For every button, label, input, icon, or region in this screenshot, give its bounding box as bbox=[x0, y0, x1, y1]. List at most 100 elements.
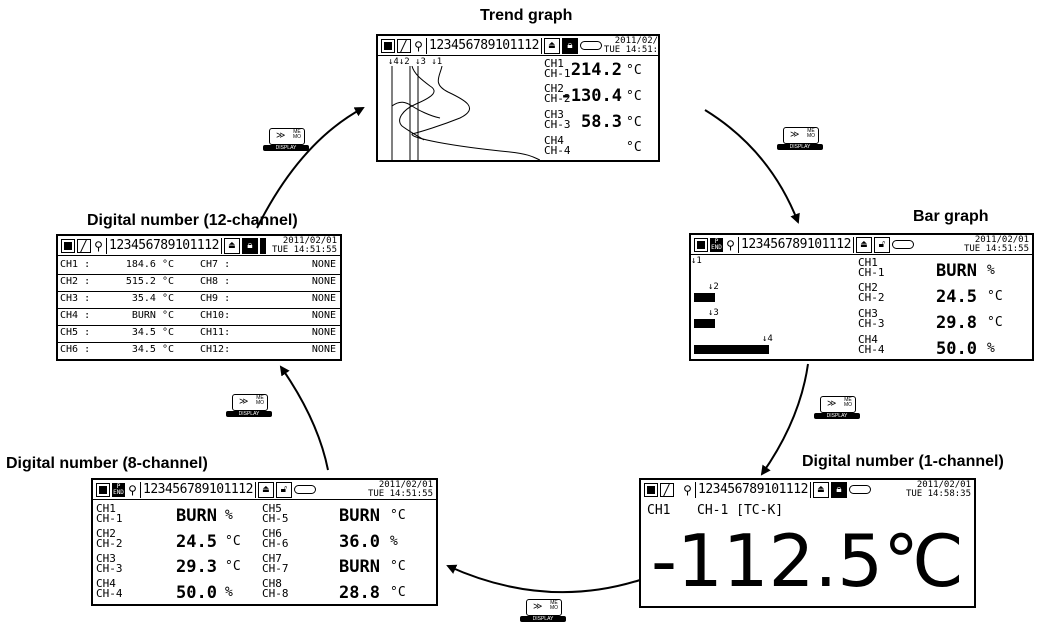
bar-marker-2: ↓2 bbox=[708, 282, 719, 292]
ethernet-icon bbox=[891, 240, 914, 249]
one-tag: CH-1 [TC-K] bbox=[697, 503, 784, 518]
trend-plot bbox=[391, 66, 540, 160]
date: 2011/02/01 bbox=[378, 479, 433, 490]
title-trend: Trend graph bbox=[480, 7, 573, 24]
bar-ch4-value: 50.0 bbox=[936, 339, 977, 359]
time: TUE 14:51:55 bbox=[603, 44, 659, 55]
trend-ch4-unit: °C bbox=[626, 140, 642, 155]
eight-ch1-unit: % bbox=[225, 508, 233, 523]
channel-indicator: 123456789101112 bbox=[695, 481, 811, 498]
record-icon bbox=[644, 482, 658, 497]
unlock-icon: 🔓︎ bbox=[873, 236, 890, 253]
bar-2 bbox=[694, 293, 715, 302]
arrow-trend-to-bar bbox=[704, 109, 800, 224]
record-icon bbox=[694, 237, 708, 252]
eject-icon: ⏏ bbox=[855, 236, 872, 253]
eject-icon: ⏏ bbox=[257, 481, 274, 498]
time: TUE 14:58:35 bbox=[905, 488, 971, 499]
usb-icon: ⚲ bbox=[683, 482, 692, 497]
eight-ch8-unit: °C bbox=[390, 585, 406, 600]
arrow-bar-to-one bbox=[760, 363, 809, 476]
date: 2011/02/01 bbox=[916, 479, 971, 490]
record-icon bbox=[381, 38, 395, 53]
time: TUE 14:51:55 bbox=[963, 243, 1029, 254]
one-ch-label: CH1 bbox=[647, 503, 671, 518]
date: 2011/02/01 bbox=[614, 35, 659, 46]
channel-indicator: 123456789101112 bbox=[140, 481, 256, 498]
eight-ch3-unit: °C bbox=[225, 559, 241, 574]
double-chevron-icon: ≫ bbox=[790, 129, 800, 139]
arrow-eight-to-twelve bbox=[279, 365, 329, 471]
eight-ch4-unit: % bbox=[225, 585, 233, 600]
lock-icon: 🔒︎ bbox=[830, 481, 847, 498]
trend-ch3-value: 58.3 bbox=[581, 112, 622, 132]
usb-icon: ⚲ bbox=[414, 38, 423, 53]
time: TUE 14:51:55 bbox=[367, 488, 433, 499]
eight-ch7-value: BURN bbox=[339, 557, 380, 577]
bar-3 bbox=[694, 319, 715, 328]
title-bar: Bar graph bbox=[913, 208, 989, 225]
trend-ch3-unit: °C bbox=[626, 115, 642, 130]
bar-ch1-value: BURN bbox=[936, 261, 977, 281]
bar-4 bbox=[694, 345, 769, 354]
eight-ch2-value: 24.5 bbox=[176, 532, 217, 552]
channel-indicator: 123456789101112 bbox=[106, 237, 222, 254]
bar-area: ↓1↓2↓3↓4 bbox=[691, 255, 851, 359]
eight-ch3-value: 29.3 bbox=[176, 557, 217, 577]
memory-icon bbox=[77, 238, 91, 253]
bar-ch3-unit: °C bbox=[987, 315, 1003, 330]
eject-icon: ⏏ bbox=[223, 237, 240, 254]
trend-markers: ↓4↓2 ↓3 ↓1 bbox=[388, 57, 443, 67]
trend-ch1-unit: °C bbox=[626, 63, 642, 78]
battery-icon bbox=[259, 237, 266, 254]
channel-indicator: 123456789101112 bbox=[738, 236, 854, 253]
bar-marker-4: ↓4 bbox=[762, 334, 773, 344]
usb-icon: ⚲ bbox=[128, 482, 137, 497]
double-chevron-icon: ≫ bbox=[827, 398, 837, 408]
ethernet-icon bbox=[293, 485, 316, 494]
eject-icon: ⏏ bbox=[543, 37, 560, 54]
date: 2011/02/01 bbox=[282, 235, 337, 246]
trend-ch2-value: -130.4 bbox=[560, 86, 622, 106]
double-chevron-icon: ≫ bbox=[533, 601, 543, 611]
eight-ch6-value: 36.0 bbox=[339, 532, 380, 552]
time: TUE 14:51:55 bbox=[271, 244, 337, 255]
arrow-twelve-to-trend bbox=[256, 107, 365, 229]
ethernet-icon bbox=[579, 41, 602, 50]
arrow-one-to-eight bbox=[446, 564, 641, 594]
memory-icon bbox=[397, 38, 411, 53]
memory-icon bbox=[660, 482, 674, 497]
bar-marker-1: ↓1 bbox=[691, 256, 702, 266]
usb-icon: ⚲ bbox=[726, 237, 735, 252]
bar-ch4-unit: % bbox=[987, 341, 995, 356]
bar-ch2-unit: °C bbox=[987, 289, 1003, 304]
eight-ch6-unit: % bbox=[390, 534, 398, 549]
record-icon bbox=[61, 238, 75, 253]
eight-ch1-value: BURN bbox=[176, 506, 217, 526]
